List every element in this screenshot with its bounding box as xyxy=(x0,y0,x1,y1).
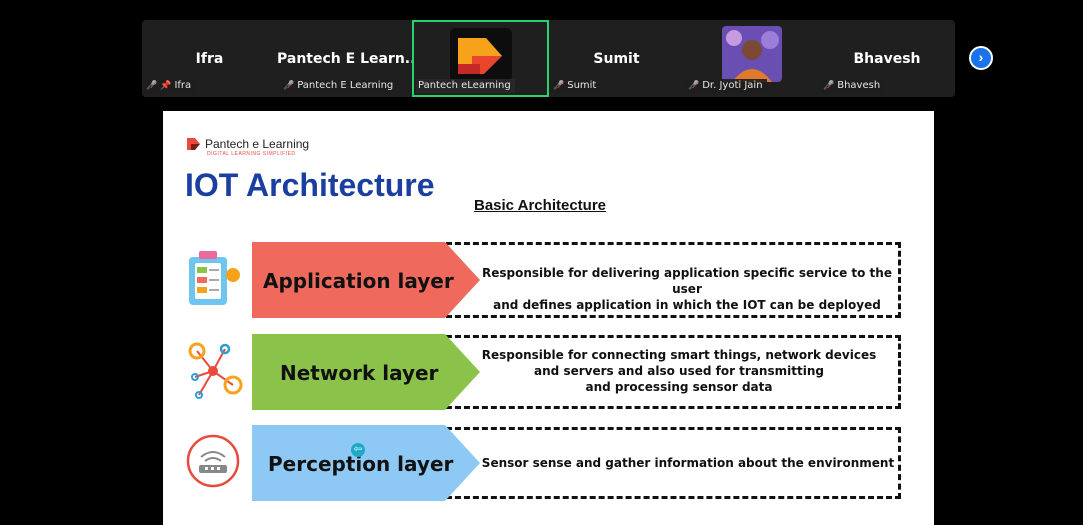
sensor-icon xyxy=(186,434,240,488)
layer-label: Application layer xyxy=(263,269,454,293)
participant-tile-jyoti-jain[interactable]: 🎤̸Dr. Jyoti Jain xyxy=(684,20,819,97)
pantech-logo-avatar xyxy=(450,28,512,82)
layer-arrow xyxy=(252,425,480,501)
description-line: and processing sensor data xyxy=(585,380,773,394)
description-line: and servers and also used for transmitti… xyxy=(534,364,824,378)
participant-tag: 🎤̸Sumit xyxy=(551,79,601,93)
slide-subtitle: Basic Architecture xyxy=(474,197,606,214)
participant-tag: Pantech eLearning xyxy=(416,79,515,93)
participant-tag: 🎤̸Dr. Jyoti Jain xyxy=(686,79,767,93)
layer-label: Network layer xyxy=(280,361,439,385)
participant-name: Ifra xyxy=(195,51,224,67)
participant-tag-label: Bhavesh xyxy=(837,80,881,91)
participant-tag-label: Dr. Jyoti Jain xyxy=(702,80,763,91)
chevron-right-icon: › xyxy=(978,49,984,65)
shared-slide: Pantech e Learning DIGITAL LEARNING SIMP… xyxy=(163,111,934,525)
next-participants-button[interactable]: › xyxy=(969,46,993,70)
layer-description: Sensor sense and gather information abou… xyxy=(479,455,897,471)
description-line: Responsible for delivering application s… xyxy=(482,266,892,296)
clipboard-icon xyxy=(189,251,240,305)
slide-title: IOT Architecture xyxy=(185,167,435,203)
brand-tagline: DIGITAL LEARNING SIMPLIFIED xyxy=(207,151,296,157)
mic-muted-icon: 🎤̸ xyxy=(553,81,565,91)
participant-tile-pantech-e-learning[interactable]: Pantech E Learn... 🎤̸Pantech E Learning xyxy=(277,20,412,97)
layer-arrow xyxy=(252,242,480,318)
participant-tile-pantech-elearning-active[interactable]: Pantech eLearning xyxy=(412,20,549,97)
participant-tag: 🎤̸Pantech E Learning xyxy=(281,79,398,93)
mic-muted-icon: 🎤̸ xyxy=(823,81,835,91)
layer-arrow xyxy=(252,334,480,410)
participant-name: Pantech E Learn... xyxy=(277,51,412,67)
participant-tile-bhavesh[interactable]: Bhavesh 🎤̸Bhavesh xyxy=(819,20,955,97)
participant-tile-ifra[interactable]: Ifra 🎤̸📌Ifra xyxy=(142,20,277,97)
participant-name: Sumit xyxy=(593,51,640,67)
description-line: Sensor sense and gather information abou… xyxy=(481,456,895,470)
participant-name: Bhavesh xyxy=(853,51,921,67)
participant-tag-label: Ifra xyxy=(174,80,192,91)
participant-tag-label: Sumit xyxy=(567,80,597,91)
description-line: and defines application in which the IOT… xyxy=(493,298,881,312)
mic-muted-icon: 🎤̸ xyxy=(283,81,295,91)
mic-muted-icon: 🎤̸ xyxy=(146,81,158,91)
brand-name: Pantech e Learning xyxy=(205,137,310,151)
annotation-cursor-icon: ⇦ xyxy=(351,443,365,457)
participant-tag-label: Pantech E Learning xyxy=(297,80,394,91)
participant-tag: 🎤̸📌Ifra xyxy=(144,79,196,93)
participant-photo xyxy=(722,26,782,82)
description-line: Responsible for connecting smart things,… xyxy=(481,348,877,362)
network-icon xyxy=(188,342,243,399)
pantech-logo-icon xyxy=(187,138,200,150)
mic-muted-icon: 🎤̸ xyxy=(688,81,700,91)
layer-description: Responsible for delivering application s… xyxy=(473,265,901,313)
layer-description: Responsible for connecting smart things,… xyxy=(479,347,879,395)
participant-tag: 🎤̸Bhavesh xyxy=(821,79,885,93)
participant-tile-sumit[interactable]: Sumit 🎤̸Sumit xyxy=(549,20,684,97)
participant-tag-label: Pantech eLearning xyxy=(418,80,511,91)
pin-icon: 📌 xyxy=(160,81,172,91)
